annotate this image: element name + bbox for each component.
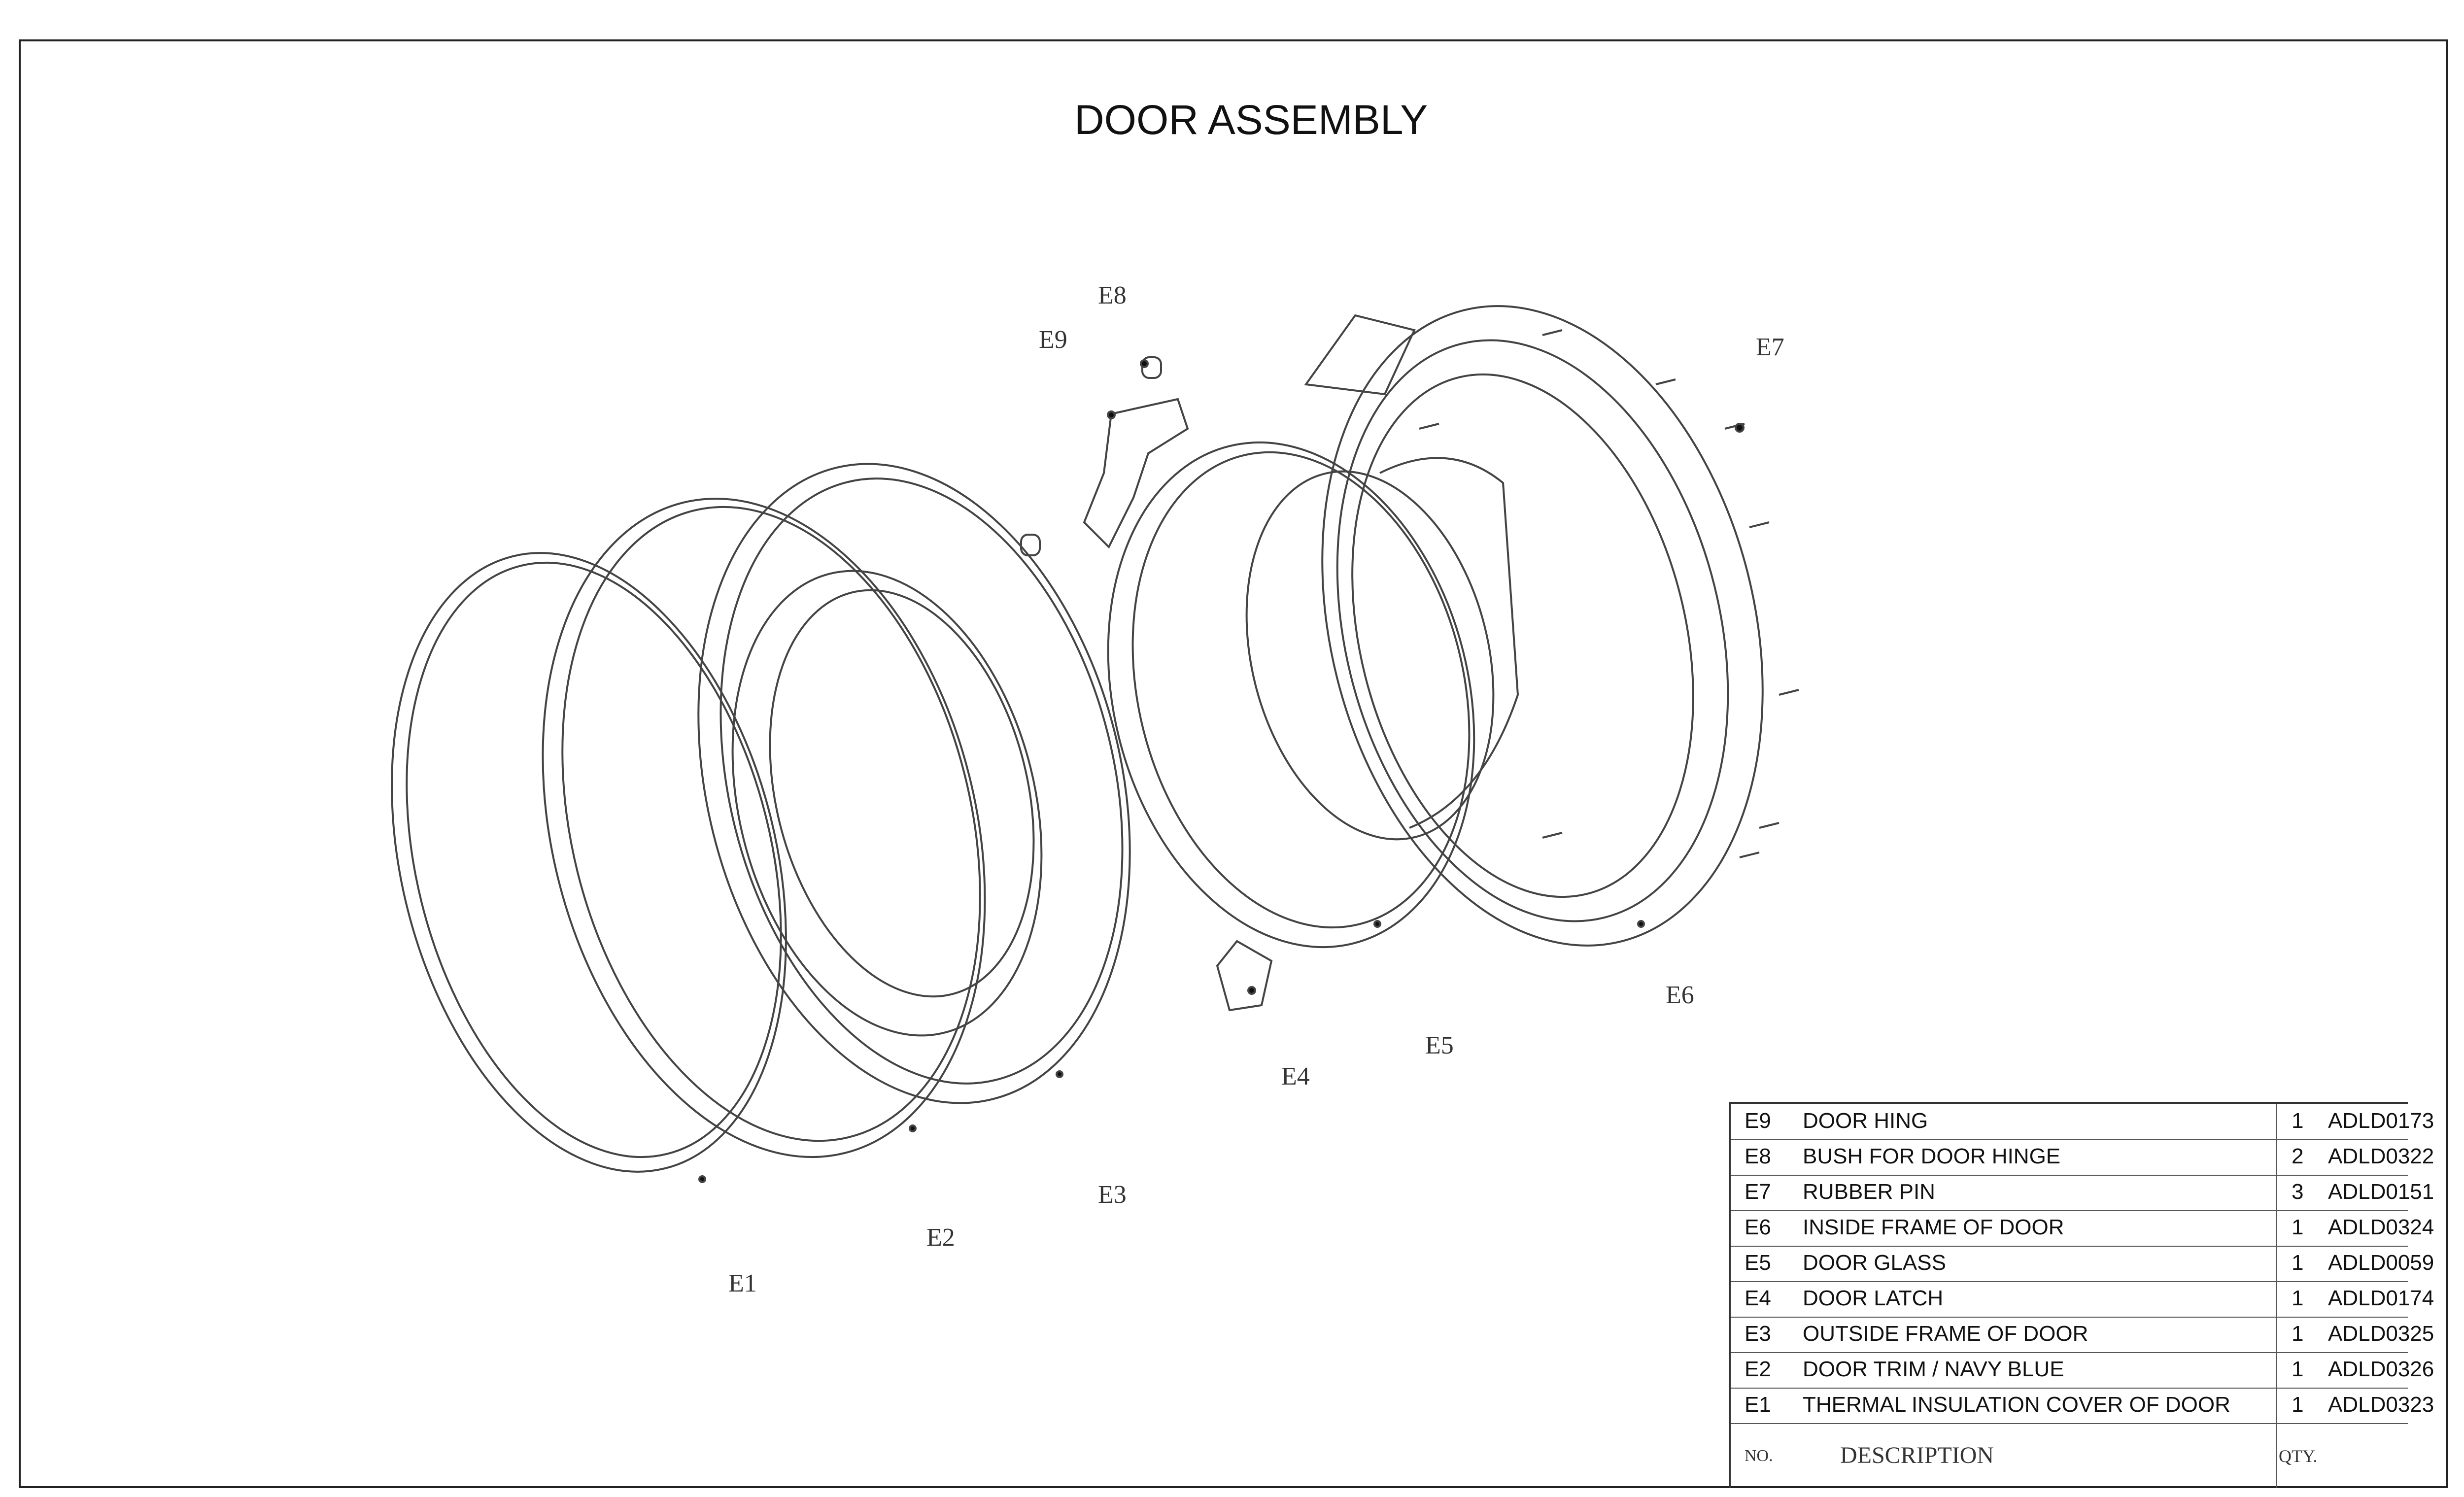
part-number: E1 bbox=[1745, 1393, 1771, 1417]
table-row: E7 RUBBER PIN 3 ADLD0151 bbox=[1731, 1175, 2434, 1211]
header-qty: QTY. bbox=[2279, 1446, 2318, 1466]
part-number: E8 bbox=[1745, 1144, 1771, 1168]
callout-e9: E9 bbox=[1039, 326, 1067, 354]
table-divider-qty bbox=[2276, 1104, 2277, 1423]
part-description: INSIDE FRAME OF DOOR bbox=[1803, 1215, 2064, 1239]
header-no: NO. bbox=[1745, 1447, 1773, 1465]
part-description: THERMAL INSULATION COVER OF DOOR bbox=[1803, 1393, 2230, 1417]
part-code: ADLD0326 bbox=[2328, 1357, 2434, 1381]
part-code: ADLD0322 bbox=[2328, 1144, 2434, 1168]
part-code: ADLD0059 bbox=[2328, 1251, 2434, 1275]
part-code: ADLD0151 bbox=[2328, 1180, 2434, 1204]
part-number: E9 bbox=[1745, 1109, 1771, 1133]
callout-e8: E8 bbox=[1098, 281, 1127, 309]
part-qty: 2 bbox=[2292, 1144, 2304, 1168]
table-row: E5 DOOR GLASS 1 ADLD0059 bbox=[1731, 1246, 2434, 1282]
part-e7-rubber-pins bbox=[1419, 329, 1799, 858]
table-row: E2 DOOR TRIM / NAVY BLUE 1 ADLD0326 bbox=[1731, 1352, 2434, 1389]
table-row: E1 THERMAL INSULATION COVER OF DOOR 1 AD… bbox=[1731, 1388, 2434, 1424]
part-description: BUSH FOR DOOR HINGE bbox=[1803, 1144, 2061, 1168]
callout-e3: E3 bbox=[1098, 1181, 1127, 1209]
part-e5-door-glass bbox=[1107, 441, 1519, 949]
part-code: ADLD0173 bbox=[2328, 1109, 2434, 1133]
part-e3-outside-frame bbox=[697, 463, 1131, 1104]
part-number: E4 bbox=[1745, 1286, 1771, 1310]
part-qty: 1 bbox=[2292, 1322, 2304, 1346]
header-description: DESCRIPTION bbox=[1840, 1442, 1994, 1468]
part-description: DOOR LATCH bbox=[1803, 1286, 1944, 1310]
part-e4-door-latch bbox=[1216, 940, 1273, 1012]
part-number: E3 bbox=[1745, 1322, 1771, 1346]
part-e6-inside-frame bbox=[1304, 305, 1764, 947]
callout-e1: E1 bbox=[728, 1269, 757, 1297]
part-description: RUBBER PIN bbox=[1803, 1180, 1935, 1204]
drawing-sheet-frame bbox=[19, 39, 2448, 1488]
part-qty: 1 bbox=[2292, 1357, 2304, 1381]
part-qty: 1 bbox=[2292, 1215, 2304, 1239]
part-qty: 1 bbox=[2292, 1251, 2304, 1275]
part-code: ADLD0324 bbox=[2328, 1215, 2434, 1239]
part-e8-hinge-bushes bbox=[1020, 356, 1162, 556]
part-number: E5 bbox=[1745, 1251, 1771, 1275]
parts-list-table: E9 DOOR HING 1 ADLD0173 E8 BUSH FOR DOOR… bbox=[1729, 1102, 2434, 1488]
part-description: DOOR TRIM / NAVY BLUE bbox=[1803, 1357, 2064, 1381]
part-qty: 3 bbox=[2292, 1180, 2304, 1204]
part-description: DOOR GLASS bbox=[1803, 1251, 1946, 1275]
part-description: DOOR HING bbox=[1803, 1109, 1928, 1133]
part-e2-door-trim bbox=[542, 498, 986, 1158]
callout-e5: E5 bbox=[1425, 1031, 1454, 1059]
part-description: OUTSIDE FRAME OF DOOR bbox=[1803, 1322, 2088, 1346]
part-e9-door-hinge bbox=[1083, 398, 1189, 549]
callout-e2: E2 bbox=[926, 1224, 955, 1252]
header-divider-qty bbox=[2276, 1423, 2277, 1488]
part-number: E2 bbox=[1745, 1357, 1771, 1381]
part-number: E6 bbox=[1745, 1215, 1771, 1239]
part-qty: 1 bbox=[2292, 1286, 2304, 1310]
table-header-row: NO. DESCRIPTION QTY. bbox=[1731, 1423, 2408, 1488]
table-row: E3 OUTSIDE FRAME OF DOOR 1 ADLD0325 bbox=[1731, 1317, 2434, 1353]
callout-e7: E7 bbox=[1756, 333, 1784, 361]
part-code: ADLD0323 bbox=[2328, 1393, 2434, 1417]
part-qty: 1 bbox=[2292, 1393, 2304, 1417]
part-e1-insulation-cover bbox=[391, 552, 787, 1183]
part-qty: 1 bbox=[2292, 1109, 2304, 1133]
part-number: E7 bbox=[1745, 1180, 1771, 1204]
callout-e6: E6 bbox=[1666, 981, 1694, 1009]
table-row: E9 DOOR HING 1 ADLD0173 bbox=[1731, 1104, 2434, 1140]
table-row: E6 INSIDE FRAME OF DOOR 1 ADLD0324 bbox=[1731, 1210, 2434, 1247]
part-code: ADLD0174 bbox=[2328, 1286, 2434, 1310]
table-row: E4 DOOR LATCH 1 ADLD0174 bbox=[1731, 1281, 2434, 1318]
callout-e4: E4 bbox=[1281, 1062, 1310, 1090]
part-code: ADLD0325 bbox=[2328, 1322, 2434, 1346]
table-row: E8 BUSH FOR DOOR HINGE 2 ADLD0322 bbox=[1731, 1139, 2434, 1176]
